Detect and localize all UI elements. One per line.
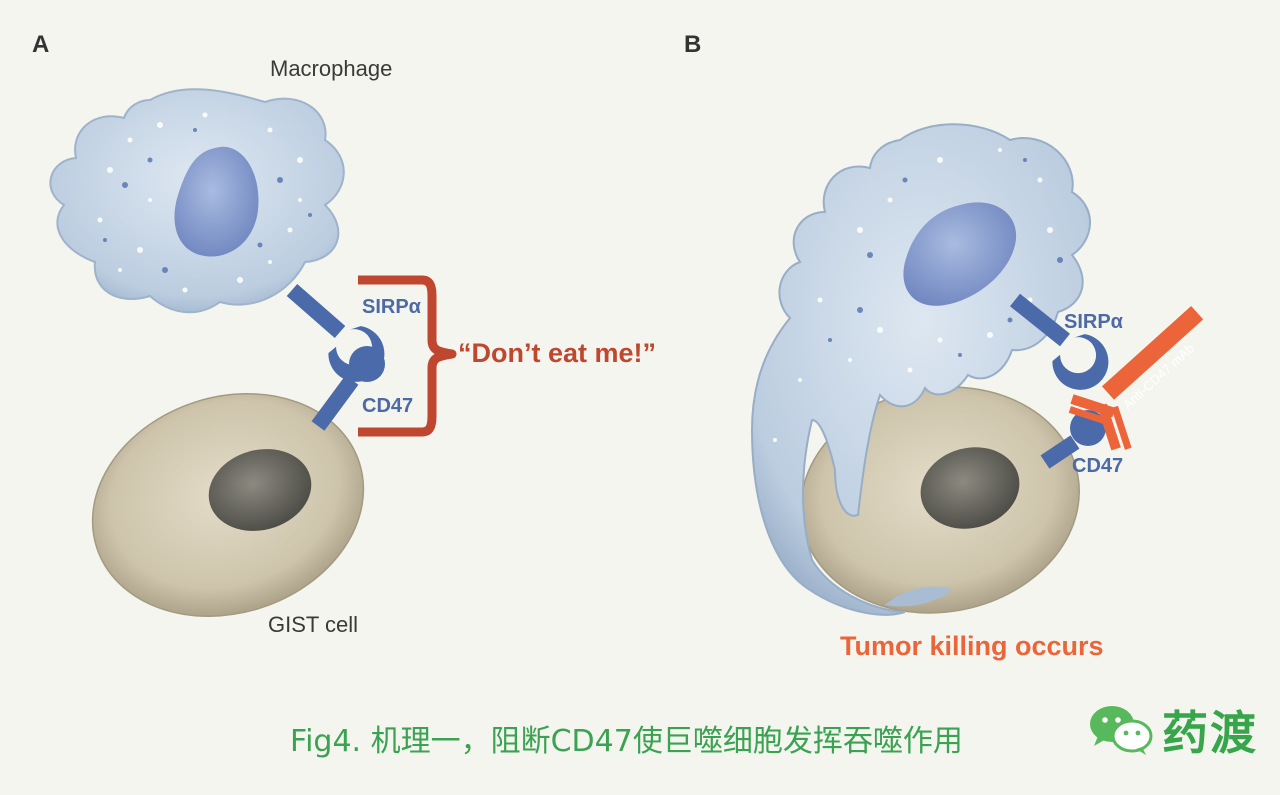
panel-a-bracket (358, 275, 457, 437)
panel-a-macrophage-nucleus (174, 146, 259, 257)
brand-name: 药渡 (1162, 706, 1258, 760)
panel-b-tumor-nucleus (920, 447, 1020, 529)
panel-b-vesicles (828, 158, 1063, 357)
panel-a-cd47-ligand (311, 346, 385, 431)
brand-logo: 药渡 (1088, 700, 1258, 760)
panel-a-cd47-label: CD47 (362, 395, 413, 417)
panel-a-granules (97, 112, 303, 293)
wechat-icon (1090, 706, 1153, 755)
panel-b-cd47-label: CD47 (1072, 455, 1123, 477)
panel-a-gist-cell (91, 393, 365, 617)
panel-b-macrophage (750, 123, 1091, 616)
panel-a-dont-eat-me-message: “Don’t eat me!” (458, 338, 656, 368)
panel-b-engulf-tip (885, 586, 952, 607)
panel-a-gist-label: GIST cell (268, 612, 358, 637)
panel-a-letter: A (32, 31, 49, 58)
panel-b-outcome-label: Tumor killing occurs (840, 631, 1104, 661)
panel-b-granules (773, 148, 1053, 442)
panel-b-sirpa-label: SIRPα (1064, 311, 1124, 333)
figure-caption: Fig4. 机理一，阻断CD47使巨噬细胞发挥吞噬作用 (290, 724, 963, 759)
panel-b-anti-cd47-antibody (1068, 306, 1204, 451)
panel-b-tumor-cell (800, 386, 1080, 614)
panel-b-letter: B (684, 31, 701, 58)
panel-a-macrophage (49, 88, 345, 314)
panel-b-sirpa-receptor (1010, 293, 1109, 390)
panel-a-sirpa-label: SIRPα (362, 296, 422, 318)
panel-a-macrophage-label: Macrophage (270, 56, 392, 81)
panel-a-gist-nucleus (208, 449, 312, 531)
panel-a-vesicles (103, 128, 312, 273)
panel-b-macrophage-nucleus (903, 202, 1017, 306)
